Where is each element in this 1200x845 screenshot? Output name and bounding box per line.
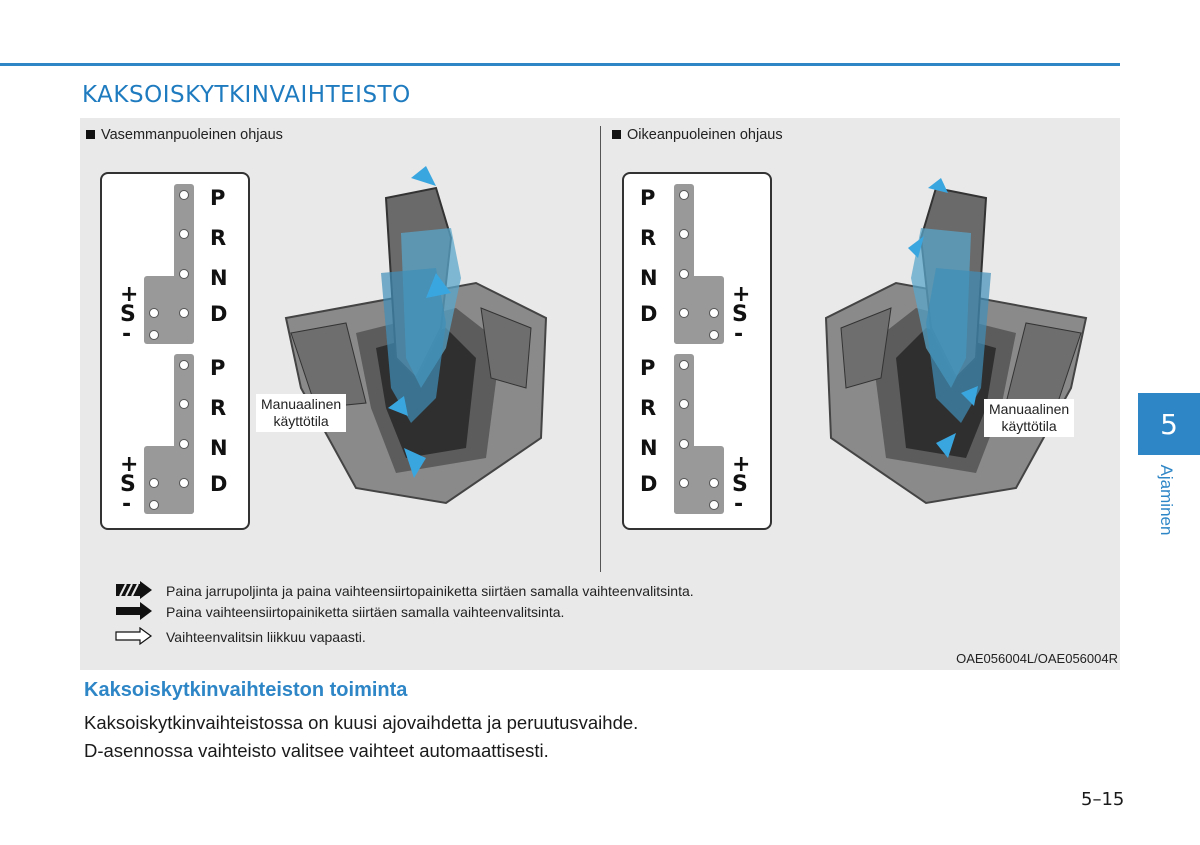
- gate-letter-d: D: [640, 302, 657, 326]
- outline-arrow-icon: [114, 627, 154, 645]
- gate-letter-p: P: [640, 186, 655, 210]
- gate-dot: [179, 439, 189, 449]
- gate-letter-n: N: [210, 266, 228, 290]
- legend-text-solid: Paina vaihteensiirtopainiketta siirtäen …: [166, 604, 564, 620]
- gate-dot: [709, 500, 719, 510]
- gate-dot: [179, 360, 189, 370]
- gate-dot: [709, 330, 719, 340]
- legend-text-outline: Vaihteenvalitsin liikkuu vapaasti.: [166, 629, 366, 645]
- gate-dot: [679, 439, 689, 449]
- subsection-heading: Kaksoiskytkinvaihteiston toiminta: [84, 679, 407, 702]
- gate-dot: [709, 308, 719, 318]
- right-caption: Oikeanpuoleinen ohjaus: [612, 127, 783, 143]
- hatched-arrow-icon: [114, 581, 154, 599]
- gate-letter-n: N: [640, 266, 658, 290]
- gate-letter-p: P: [210, 356, 225, 380]
- left-gate-panel: P R N D + S - P R N D + S -: [100, 172, 250, 530]
- right-caption-text: Oikeanpuoleinen ohjaus: [627, 127, 783, 143]
- left-caption: Vasemmanpuoleinen ohjaus: [86, 127, 283, 143]
- legend-text-hatched: Paina jarrupoljinta ja paina vaihteensii…: [166, 583, 694, 599]
- manual-minus: -: [734, 324, 743, 346]
- left-shifter-illustration: [276, 158, 566, 518]
- callout-line1: Manuaalinen: [261, 396, 341, 412]
- callout-line2: käyttötila: [1001, 418, 1056, 434]
- gate-dot: [679, 269, 689, 279]
- gate-dot: [179, 478, 189, 488]
- callout-line1: Manuaalinen: [989, 401, 1069, 417]
- gate-dot: [179, 399, 189, 409]
- gate-letter-r: R: [640, 396, 656, 420]
- right-shifter-illustration: [796, 158, 1096, 518]
- solid-arrow-icon: [114, 602, 154, 620]
- paragraph-1: Kaksoiskytkinvaihteistossa on kuusi ajov…: [84, 712, 638, 734]
- figure-code: OAE056004L/OAE056004R: [956, 651, 1118, 666]
- chapter-label: Ajaminen: [1152, 460, 1180, 540]
- gate-letter-p: P: [210, 186, 225, 210]
- gate-letter-n: N: [640, 436, 658, 460]
- gate-dot: [179, 229, 189, 239]
- paragraph-2: D-asennossa vaihteisto valitsee vaihteet…: [84, 740, 549, 762]
- gate-letter-p: P: [640, 356, 655, 380]
- chapter-number-tab: 5: [1138, 393, 1200, 455]
- gate-dot: [679, 478, 689, 488]
- gear-selector-figure: Vasemmanpuoleinen ohjaus Oikeanpuoleinen…: [80, 118, 1120, 670]
- gate-letter-d: D: [210, 302, 227, 326]
- chapter-label-text: Ajaminen: [1156, 465, 1176, 536]
- gate-dot: [679, 399, 689, 409]
- gate-letter-r: R: [640, 226, 656, 250]
- gate-letter-d: D: [640, 472, 657, 496]
- gate-dot: [149, 330, 159, 340]
- gate-dot: [679, 229, 689, 239]
- top-rule: [0, 63, 1120, 66]
- manual-minus: -: [734, 494, 743, 516]
- bullet-square-icon: [612, 130, 621, 139]
- manual-minus: -: [122, 324, 131, 346]
- page-number: 5–15: [1081, 789, 1124, 810]
- gate-dot: [709, 478, 719, 488]
- gate-letter-r: R: [210, 226, 226, 250]
- right-gate-panel: P R N D + S - P R N D + S -: [622, 172, 772, 530]
- gate-dot: [679, 190, 689, 200]
- gate-letter-r: R: [210, 396, 226, 420]
- gate-dot: [679, 360, 689, 370]
- gate-dot: [149, 500, 159, 510]
- manual-minus: -: [122, 494, 131, 516]
- gate-dot: [179, 269, 189, 279]
- gate-dot: [149, 308, 159, 318]
- left-caption-text: Vasemmanpuoleinen ohjaus: [101, 127, 283, 143]
- figure-divider: [600, 126, 601, 572]
- section-title: KAKSOISKYTKINVAIHTEISTO: [82, 82, 411, 108]
- gate-dot: [179, 190, 189, 200]
- gate-dot: [149, 478, 159, 488]
- bullet-square-icon: [86, 130, 95, 139]
- callout-line2: käyttötila: [273, 413, 328, 429]
- gate-letter-n: N: [210, 436, 228, 460]
- gate-letter-d: D: [210, 472, 227, 496]
- gate-dot: [179, 308, 189, 318]
- gate-dot: [679, 308, 689, 318]
